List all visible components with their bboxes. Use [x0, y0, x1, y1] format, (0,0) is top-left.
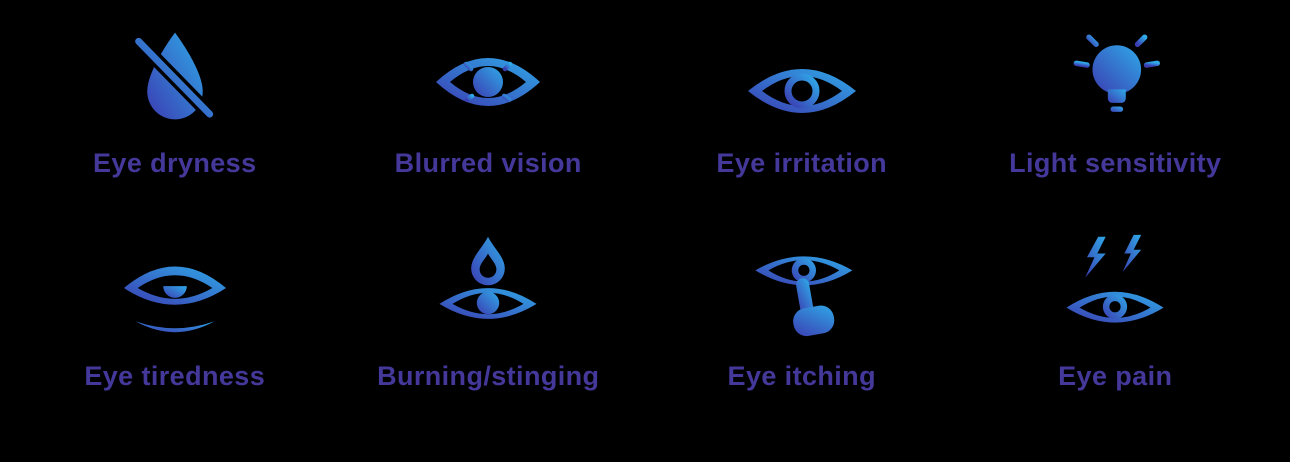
symptom-card-eye-itching: Eye itching	[645, 231, 959, 462]
symptom-card-eye-irritation: Eye irritation	[645, 0, 959, 231]
eye-pain-icon	[1066, 234, 1164, 323]
eye-pain-icon	[1056, 233, 1174, 345]
symptom-label: Eye pain	[1058, 361, 1173, 391]
blurred-eye-icon	[424, 14, 552, 132]
symptom-label: Eye dryness	[93, 148, 257, 178]
symptom-card-light-sensitivity: Light sensitivity	[959, 0, 1273, 231]
light-bulb-icon	[1061, 14, 1169, 132]
symptom-card-eye-tiredness: Eye tiredness	[18, 231, 332, 462]
burning-eye-icon	[429, 233, 547, 345]
blurred-eye-icon	[436, 53, 541, 106]
irritated-eye-icon	[742, 14, 862, 132]
tired-eye-icon	[123, 266, 226, 333]
symptom-card-burning-stinging: Burning/stinging	[332, 231, 646, 462]
burning-eye-icon	[439, 236, 537, 319]
symptom-card-eye-pain: Eye pain	[959, 231, 1273, 462]
symptom-card-eye-dryness: Eye dryness	[18, 0, 332, 231]
symptom-label: Eye irritation	[716, 148, 888, 178]
symptom-label: Eye itching	[727, 361, 876, 391]
symptom-label: Blurred vision	[394, 148, 582, 178]
symptom-label: Burning/stinging	[377, 361, 600, 391]
symptom-card-blurred-vision: Blurred vision	[332, 0, 646, 231]
light-bulb-icon	[1073, 22, 1161, 112]
symptom-label: Eye tiredness	[84, 361, 266, 391]
symptom-label: Light sensitivity	[1009, 148, 1222, 178]
crossed-drop-icon	[131, 32, 217, 122]
itching-eye-icon	[744, 233, 860, 345]
crossed-drop-icon	[123, 14, 227, 132]
irritated-eye-icon	[747, 69, 856, 113]
itching-eye-icon	[755, 256, 853, 337]
tired-eye-icon	[113, 233, 237, 345]
